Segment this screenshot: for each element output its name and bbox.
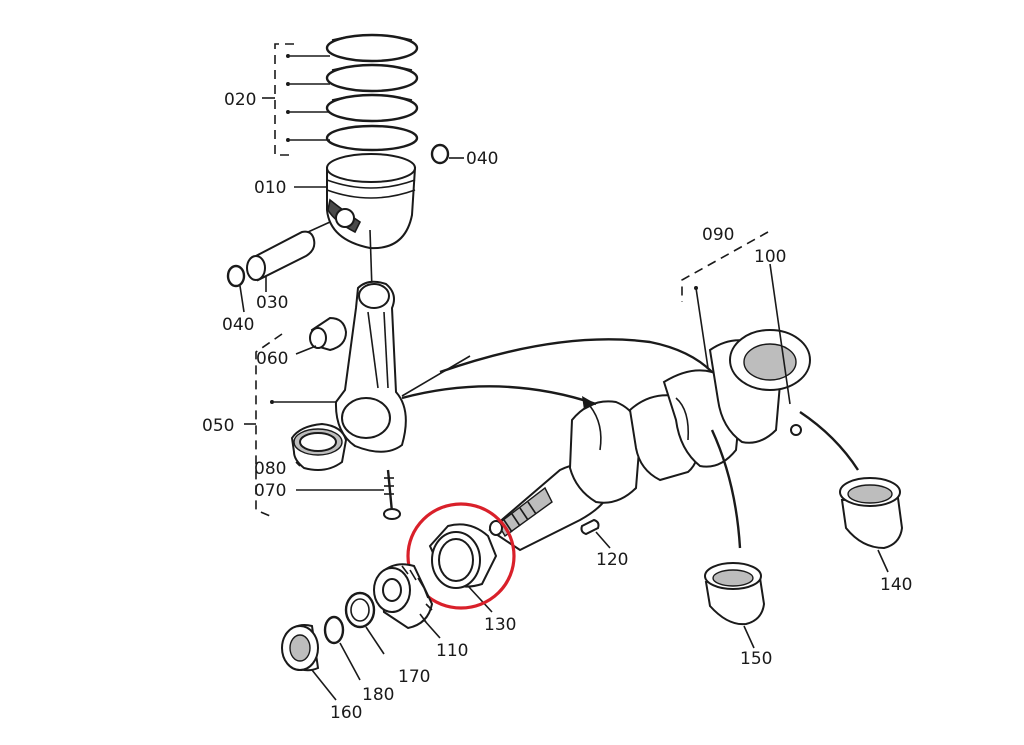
piston-rings xyxy=(325,33,419,152)
rod-bolt xyxy=(296,469,401,520)
label-060: 060 xyxy=(256,349,288,369)
assembly-arrows xyxy=(401,338,713,410)
label-100: 100 xyxy=(754,247,786,267)
label-030: 030 xyxy=(256,293,288,313)
label-130: 130 xyxy=(484,615,516,635)
label-150: 150 xyxy=(740,649,772,669)
label-160: 160 xyxy=(330,703,362,723)
crank-bracket xyxy=(681,231,769,369)
rings-bracket xyxy=(262,43,330,156)
piston xyxy=(326,153,417,291)
highlight-circle xyxy=(406,502,516,610)
ring-180 xyxy=(323,615,361,681)
crank-gear xyxy=(373,563,441,639)
bearing-130 xyxy=(428,520,503,613)
label-020: 020 xyxy=(224,90,256,110)
label-110: 110 xyxy=(436,641,468,661)
snap-ring-left xyxy=(226,264,246,313)
label-170: 170 xyxy=(398,667,430,687)
key xyxy=(580,518,611,549)
piston-pin xyxy=(246,221,331,292)
label-050: 050 xyxy=(202,416,234,436)
label-010: 010 xyxy=(254,178,286,198)
label-180: 180 xyxy=(362,685,394,705)
seal-170 xyxy=(344,591,385,655)
label-090: 090 xyxy=(702,225,734,245)
small-end-bushing xyxy=(295,316,348,355)
label-080: 080 xyxy=(254,459,286,479)
leader-100 xyxy=(769,263,791,405)
main-bearing-150 xyxy=(704,562,766,649)
main-bearing-140 xyxy=(839,477,904,573)
collar-160 xyxy=(281,624,337,701)
leader-150-curve xyxy=(710,429,742,549)
label-040-top: 040 xyxy=(466,149,498,169)
label-040-left: 040 xyxy=(222,315,254,335)
snap-ring-top xyxy=(430,143,464,165)
label-120: 120 xyxy=(596,550,628,570)
rod-bracket xyxy=(244,333,336,517)
connecting-rod xyxy=(334,280,407,453)
big-end-bearing xyxy=(290,422,348,471)
leader-140-curve xyxy=(799,411,860,471)
label-140: 140 xyxy=(880,575,912,595)
crankshaft xyxy=(488,329,811,552)
label-070: 070 xyxy=(254,481,286,501)
